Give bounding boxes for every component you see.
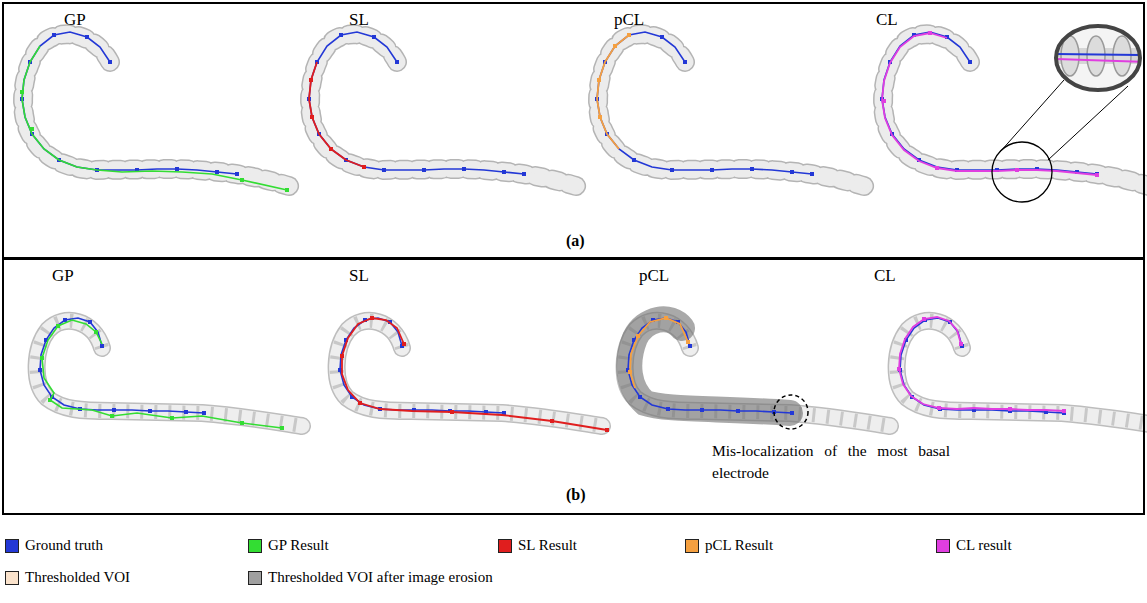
legend-text: CL result [956,537,1012,554]
panel-title: CL [874,266,896,286]
legend-entry: CL result [936,537,1012,554]
legend-entry: GP Result [248,537,329,554]
legend-text: Ground truth [25,537,103,554]
legend-swatch [936,539,950,553]
panel-title: pCL [639,266,669,286]
legend-text: Thresholded VOI after image erosion [268,569,493,586]
panel-title: GP [52,266,74,286]
legend-entry: Ground truth [5,537,103,554]
panel-label: (a) [566,232,585,250]
legend-entry: Thresholded VOI [5,569,130,586]
panel-title: SL [349,266,369,286]
panel-title: pCL [614,10,644,30]
legend-entry: Thresholded VOI after image erosion [248,569,493,586]
figure-panel: GP SL pCL CL (a) [2,2,1145,259]
legend-swatch [5,571,19,585]
legend-text: Thresholded VOI [25,569,130,586]
panel-title: GP [64,10,86,30]
figure-panel: GP SL pCL CL Mis-localization of the most ba… [2,258,1145,515]
legend-text: pCL Result [705,537,773,554]
legend-swatch [248,571,262,585]
panel-label: (b) [566,486,586,504]
legend-entry: pCL Result [685,537,773,554]
legend-swatch [5,539,19,553]
legend-entry: SL Result [498,537,577,554]
legend-text: GP Result [268,537,329,554]
legend-text: SL Result [518,537,577,554]
legend-swatch [248,539,262,553]
callout-note: Mis-localization of the most basal elect… [712,440,950,483]
panel-title: SL [349,10,369,30]
panel-title: CL [876,10,898,30]
legend-swatch [685,539,699,553]
legend-swatch [498,539,512,553]
